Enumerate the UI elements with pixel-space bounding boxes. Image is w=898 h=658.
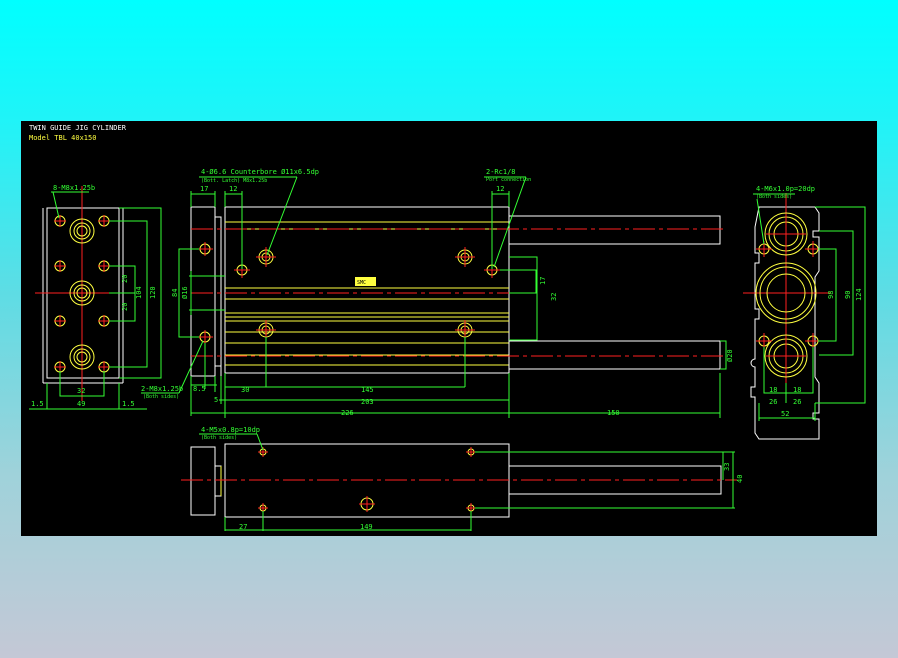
title-block: TWIN GUIDE JIG CYLINDER Model TBL 40x150 xyxy=(29,124,127,142)
front-callout-port: 2-Rc1/8 xyxy=(486,168,516,176)
left-end-view: 8-M8x1.25b 20 20 104 120 32 49 1.5 1.5 xyxy=(29,184,162,410)
bottom-view-callout: 4-M5x0.8p=10dp xyxy=(201,426,260,434)
front-view: SMC 4-Ø6.6 Counterbore Ø11x6.5dp (Bott. … xyxy=(141,168,734,418)
svg-text:49: 49 xyxy=(77,400,85,408)
svg-text:18: 18 xyxy=(769,386,777,394)
svg-text:226: 226 xyxy=(341,409,354,417)
svg-text:124: 124 xyxy=(855,288,863,301)
svg-text:104: 104 xyxy=(135,286,143,299)
svg-text:1.5: 1.5 xyxy=(122,400,135,408)
nameplate xyxy=(355,277,376,286)
svg-text:1.5: 1.5 xyxy=(31,400,44,408)
svg-text:90: 90 xyxy=(844,291,852,299)
svg-text:150: 150 xyxy=(607,409,620,417)
svg-text:12: 12 xyxy=(496,185,504,193)
svg-text:26: 26 xyxy=(793,398,801,406)
svg-text:5: 5 xyxy=(214,396,218,404)
svg-text:120: 120 xyxy=(149,286,157,299)
svg-text:Ø20: Ø20 xyxy=(726,349,734,362)
svg-text:145: 145 xyxy=(361,386,374,394)
svg-text:84: 84 xyxy=(171,289,179,297)
drawing-model: Model TBL 40x150 xyxy=(29,134,96,142)
front-callout-tapped: 2-M8x1.25b xyxy=(141,385,183,393)
svg-text:32: 32 xyxy=(550,293,558,301)
svg-text:52: 52 xyxy=(781,410,789,418)
svg-text:18: 18 xyxy=(793,386,801,394)
svg-text:(Both sides): (Both sides) xyxy=(756,194,792,200)
drawing-title: TWIN GUIDE JIG CYLINDER xyxy=(29,124,127,132)
front-callout-counterbore: 4-Ø6.6 Counterbore Ø11x6.5dp xyxy=(201,168,319,176)
svg-text:149: 149 xyxy=(360,523,373,531)
svg-text:Ø16: Ø16 xyxy=(181,286,189,299)
cad-drawing: .ol{stroke:#fff;fill:none;stroke-width:1… xyxy=(29,124,866,531)
bottom-view: 4-M5x0.8p=10dp (Both sides) 27 149 33 40 xyxy=(181,426,744,531)
svg-text:203: 203 xyxy=(361,398,374,406)
svg-text:12: 12 xyxy=(229,185,237,193)
svg-text:98: 98 xyxy=(827,291,835,299)
svg-text:17: 17 xyxy=(539,277,547,285)
svg-text:17: 17 xyxy=(200,185,208,193)
svg-text:40: 40 xyxy=(736,475,744,483)
svg-text:27: 27 xyxy=(239,523,247,531)
svg-text:(Both sides): (Both sides) xyxy=(143,394,179,400)
left-view-callout: 8-M8x1.25b xyxy=(53,184,95,192)
svg-text:Port connection: Port connection xyxy=(486,177,531,183)
svg-text:20: 20 xyxy=(121,275,129,283)
svg-text:(Both sides): (Both sides) xyxy=(201,435,237,441)
svg-text:SMC: SMC xyxy=(357,280,366,286)
svg-text:8.5: 8.5 xyxy=(193,385,206,393)
right-view-callout: 4-M6x1.0p=20dp xyxy=(756,185,815,193)
svg-text:20: 20 xyxy=(121,303,129,311)
svg-text:(Bott. Latch) M8x1.25b: (Bott. Latch) M8x1.25b xyxy=(201,178,267,184)
svg-text:30: 30 xyxy=(241,386,249,394)
cad-drawing-sheet: .ol{stroke:#fff;fill:none;stroke-width:1… xyxy=(21,121,877,536)
svg-text:32: 32 xyxy=(77,387,85,395)
right-end-view: 4-M6x1.0p=20dp (Both sides) 98 90 124 18… xyxy=(743,185,866,440)
svg-text:33: 33 xyxy=(723,463,731,471)
svg-text:26: 26 xyxy=(769,398,777,406)
